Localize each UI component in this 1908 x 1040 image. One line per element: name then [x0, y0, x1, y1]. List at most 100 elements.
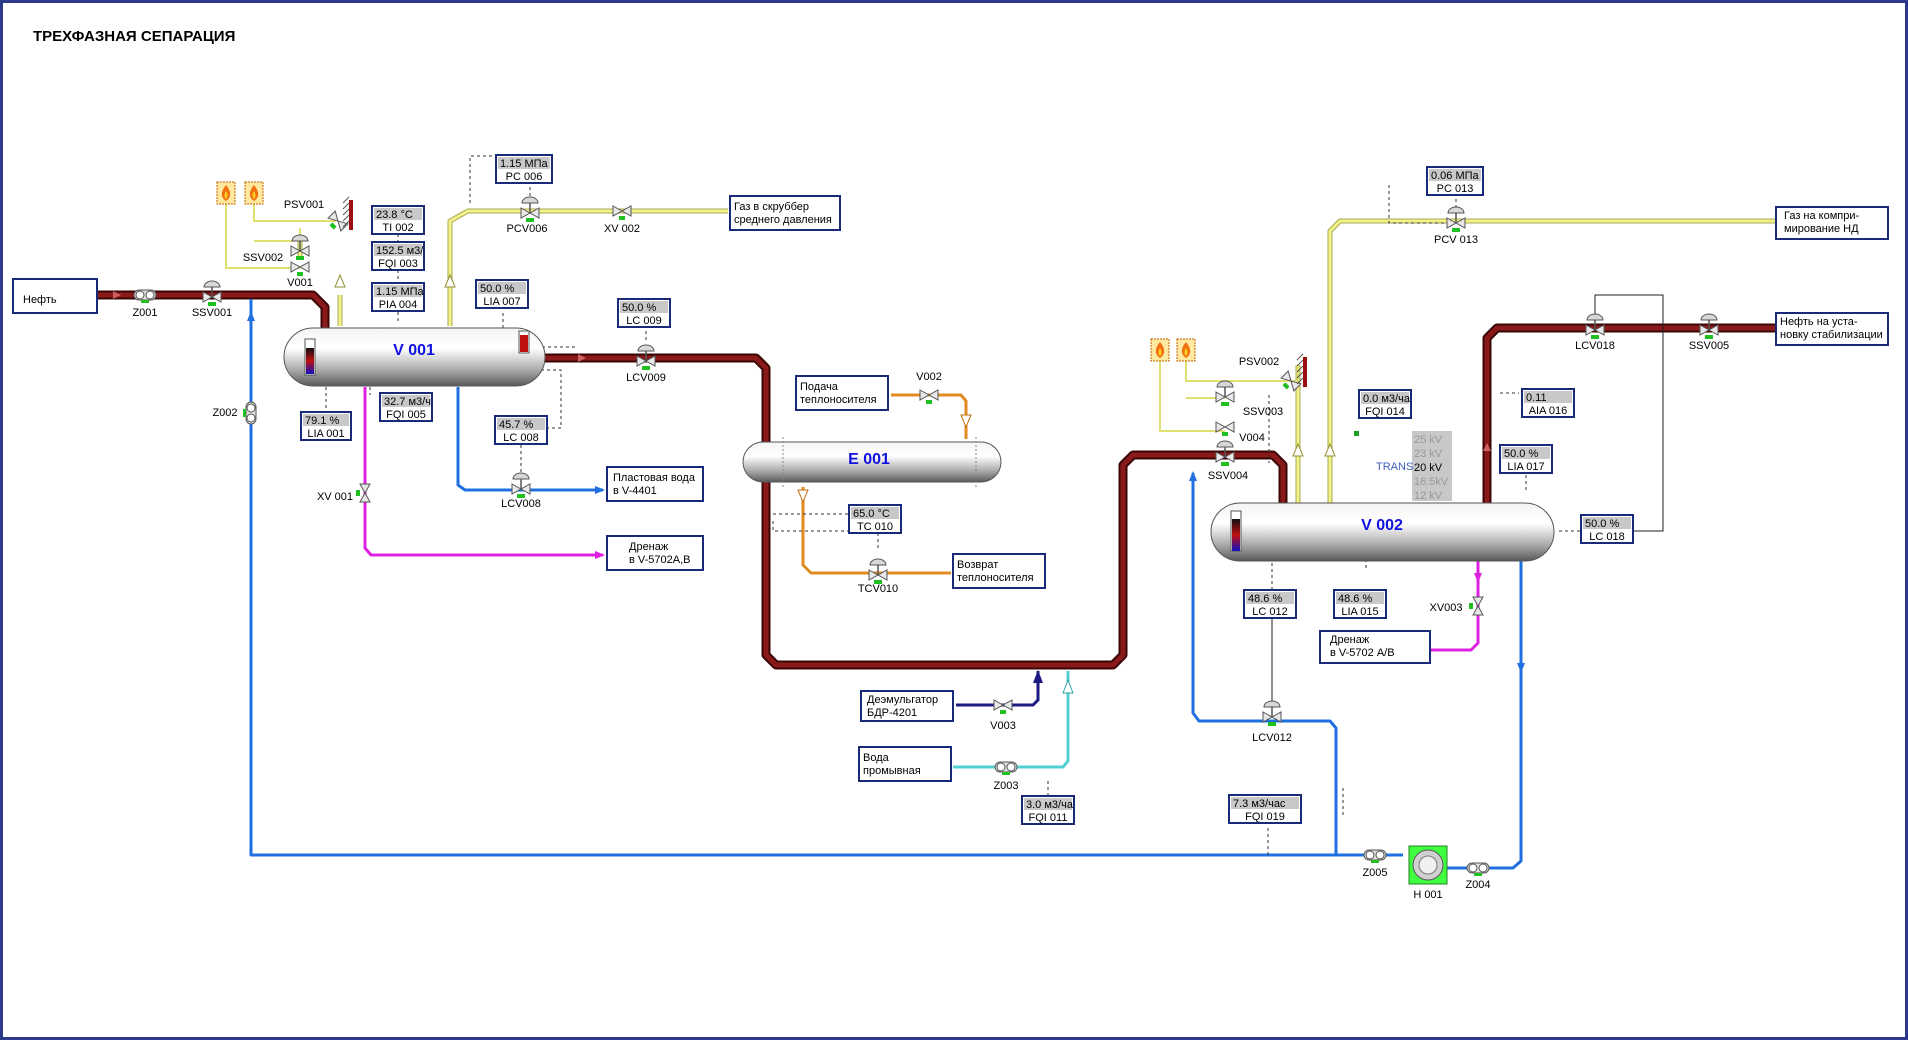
- valve-label-psv002: PSV002: [1239, 356, 1279, 368]
- valve-label-z002: Z002: [212, 407, 237, 419]
- valve-ssv003[interactable]: [1215, 380, 1235, 407]
- valve-psv001[interactable]: [324, 210, 349, 235]
- vessel-v001[interactable]: [283, 327, 546, 387]
- stream-label: теплоносителя: [957, 572, 1034, 584]
- valve-v002[interactable]: [919, 389, 939, 405]
- vessel-v002[interactable]: [1210, 502, 1555, 562]
- vessel-label-v002: V 002: [1361, 517, 1403, 534]
- valve-pcv013[interactable]: [1446, 206, 1466, 233]
- valve-xv001[interactable]: [355, 483, 371, 503]
- stream-label: в V-4401: [613, 485, 657, 497]
- instrument-lc012[interactable]: 48.6 %LC 012: [1243, 589, 1297, 619]
- valve-label-z003: Z003: [993, 780, 1018, 792]
- stream-label: Газ в скруббер: [734, 201, 809, 213]
- stream-label: БДР-4201: [867, 707, 917, 719]
- valve-label-z001: Z001: [132, 307, 157, 319]
- instrument-tag: FQI 019: [1245, 811, 1285, 823]
- valve-z004[interactable]: [1466, 862, 1490, 877]
- flow-arrows-blue: [247, 311, 1525, 673]
- valve-ssv001[interactable]: [202, 280, 222, 307]
- valve-v003[interactable]: [993, 699, 1013, 715]
- instrument-value: 32.7 м3/ч: [384, 396, 431, 408]
- valve-label-xv002: XV 002: [604, 223, 640, 235]
- valve-z001[interactable]: [133, 289, 157, 304]
- instrument-value: 48.6 %: [1248, 593, 1282, 605]
- instrument-lia015[interactable]: 48.6 %LIA 015: [1333, 589, 1387, 619]
- valve-lcv008[interactable]: [511, 472, 531, 499]
- valve-lcv018[interactable]: [1585, 313, 1605, 340]
- instrument-value: 65.0 °C: [853, 508, 890, 520]
- instrument-tag: FQI 011: [1029, 812, 1068, 824]
- instrument-tag: TC 010: [857, 521, 893, 533]
- pump-label: H 001: [1413, 889, 1442, 901]
- instrument-lia001[interactable]: 79.1 %LIA 001: [300, 411, 352, 441]
- stream-label: Деэмульгатор: [867, 694, 938, 706]
- valve-label-v003: V003: [990, 720, 1016, 732]
- instrument-tc010[interactable]: 65.0 °CTC 010: [848, 504, 902, 534]
- valve-label-xv003: XV003: [1429, 602, 1462, 614]
- instrument-tag: LIA 017: [1507, 461, 1544, 473]
- valve-xv003[interactable]: [1468, 596, 1484, 616]
- vessel-e001[interactable]: [742, 437, 1002, 487]
- instrument-fqi003[interactable]: 152.5 м3/FQI 003: [371, 241, 425, 271]
- instrument-lc009[interactable]: 50.0 %LC 009: [617, 298, 671, 328]
- vessel-label-e001: E 001: [848, 451, 890, 468]
- signal-lines-solid: [1271, 294, 1664, 705]
- valve-label-v002: V002: [916, 371, 942, 383]
- instrument-tag: LC 008: [503, 432, 538, 444]
- instrument-tag: PC 013: [1437, 183, 1474, 195]
- stream-label: Подача: [800, 381, 839, 393]
- valve-label-pcv013: PCV 013: [1434, 234, 1478, 246]
- valve-tcv010[interactable]: [868, 558, 888, 585]
- valve-z005[interactable]: [1363, 849, 1387, 864]
- valve-lcv009[interactable]: [636, 344, 656, 371]
- instrument-lc018[interactable]: 50.0 %LC 018: [1580, 514, 1634, 544]
- instrument-value: 0.06 МПа: [1431, 170, 1480, 182]
- pump-h001[interactable]: [1408, 845, 1448, 885]
- valve-z003[interactable]: [994, 761, 1018, 776]
- valve-ssv004[interactable]: [1215, 440, 1235, 467]
- valve-ssv005[interactable]: [1699, 313, 1719, 340]
- instrument-ti002[interactable]: 23.8 °CTI 002: [371, 205, 425, 235]
- valve-v004[interactable]: [1215, 421, 1235, 437]
- trans-row: 12 kV: [1414, 490, 1443, 502]
- valve-ssv002[interactable]: [290, 234, 310, 261]
- valve-label-z004: Z004: [1465, 879, 1490, 891]
- instrument-value: 0.11: [1526, 392, 1547, 404]
- instrument-lc008[interactable]: 45.7 %LC 008: [494, 415, 548, 445]
- stream-label: мирование НД: [1784, 223, 1859, 235]
- stream-label: среднего давления: [734, 214, 832, 226]
- valve-pcv006[interactable]: [520, 196, 540, 223]
- stream-box-gas-lp[interactable]: Газ на компри-мирование НД: [1775, 206, 1889, 240]
- valve-label-v004: V004: [1239, 432, 1265, 444]
- instrument-tag: PIA 004: [379, 299, 418, 311]
- instrument-value: 3.0 м3/ча: [1026, 799, 1074, 811]
- stream-box-oil-out[interactable]: Нефть на уста-новку стабилизации: [1775, 312, 1889, 346]
- instrument-lia017[interactable]: 50.0 %LIA 017: [1499, 444, 1553, 474]
- stream-box-oil-in[interactable]: Нефть: [12, 278, 98, 314]
- relief-outlet-icon: [1296, 353, 1307, 387]
- flame-arrestor-icon: [244, 181, 264, 205]
- valve-z002[interactable]: [242, 401, 257, 425]
- instrument-tag: FQI 014: [1365, 406, 1405, 418]
- instrument-lia007[interactable]: 50.0 %LIA 007: [475, 279, 529, 309]
- flame-arrestor-icon: [216, 181, 236, 205]
